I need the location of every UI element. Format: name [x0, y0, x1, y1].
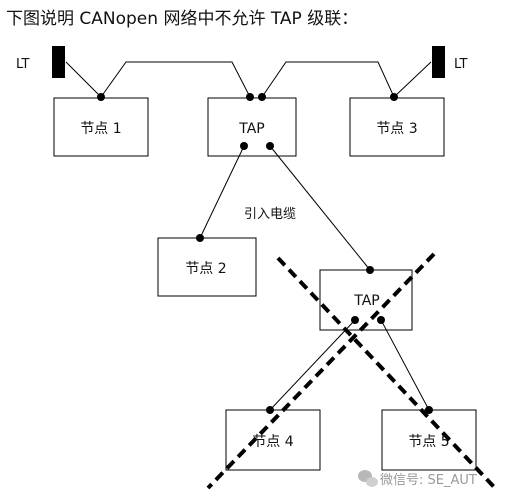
lt-right-terminator	[432, 46, 445, 78]
lt-left-label: LT	[16, 57, 29, 72]
lt-right-label: LT	[454, 57, 467, 72]
node1-label: 节点 1	[80, 121, 121, 137]
node5-label: 节点 5	[408, 434, 449, 450]
page-title: 下图说明 CANopen 网络中不允许 TAP 级联：	[6, 9, 359, 29]
node3-label: 节点 3	[376, 121, 417, 137]
bus-lines	[65, 61, 432, 411]
node1-box	[53, 97, 149, 157]
connection-dots	[97, 93, 433, 414]
tap-main-box	[207, 97, 297, 157]
wechat-icon	[358, 470, 378, 487]
node5-box	[381, 409, 477, 471]
node2-label: 节点 2	[185, 261, 226, 277]
tap-main-label: TAP	[238, 121, 264, 137]
node3-box	[349, 97, 445, 157]
cable-label: 引入电缆	[244, 206, 296, 222]
not-allowed-cross	[206, 252, 497, 490]
node4-label: 节点 4	[252, 434, 293, 450]
watermark-text: 微信号: SE_AUT	[380, 473, 477, 488]
node2-box	[157, 237, 257, 297]
tap-cascaded-label: TAP	[353, 293, 379, 309]
watermark: 微信号: SE_AUT	[358, 470, 477, 488]
lt-left-terminator	[52, 46, 65, 78]
